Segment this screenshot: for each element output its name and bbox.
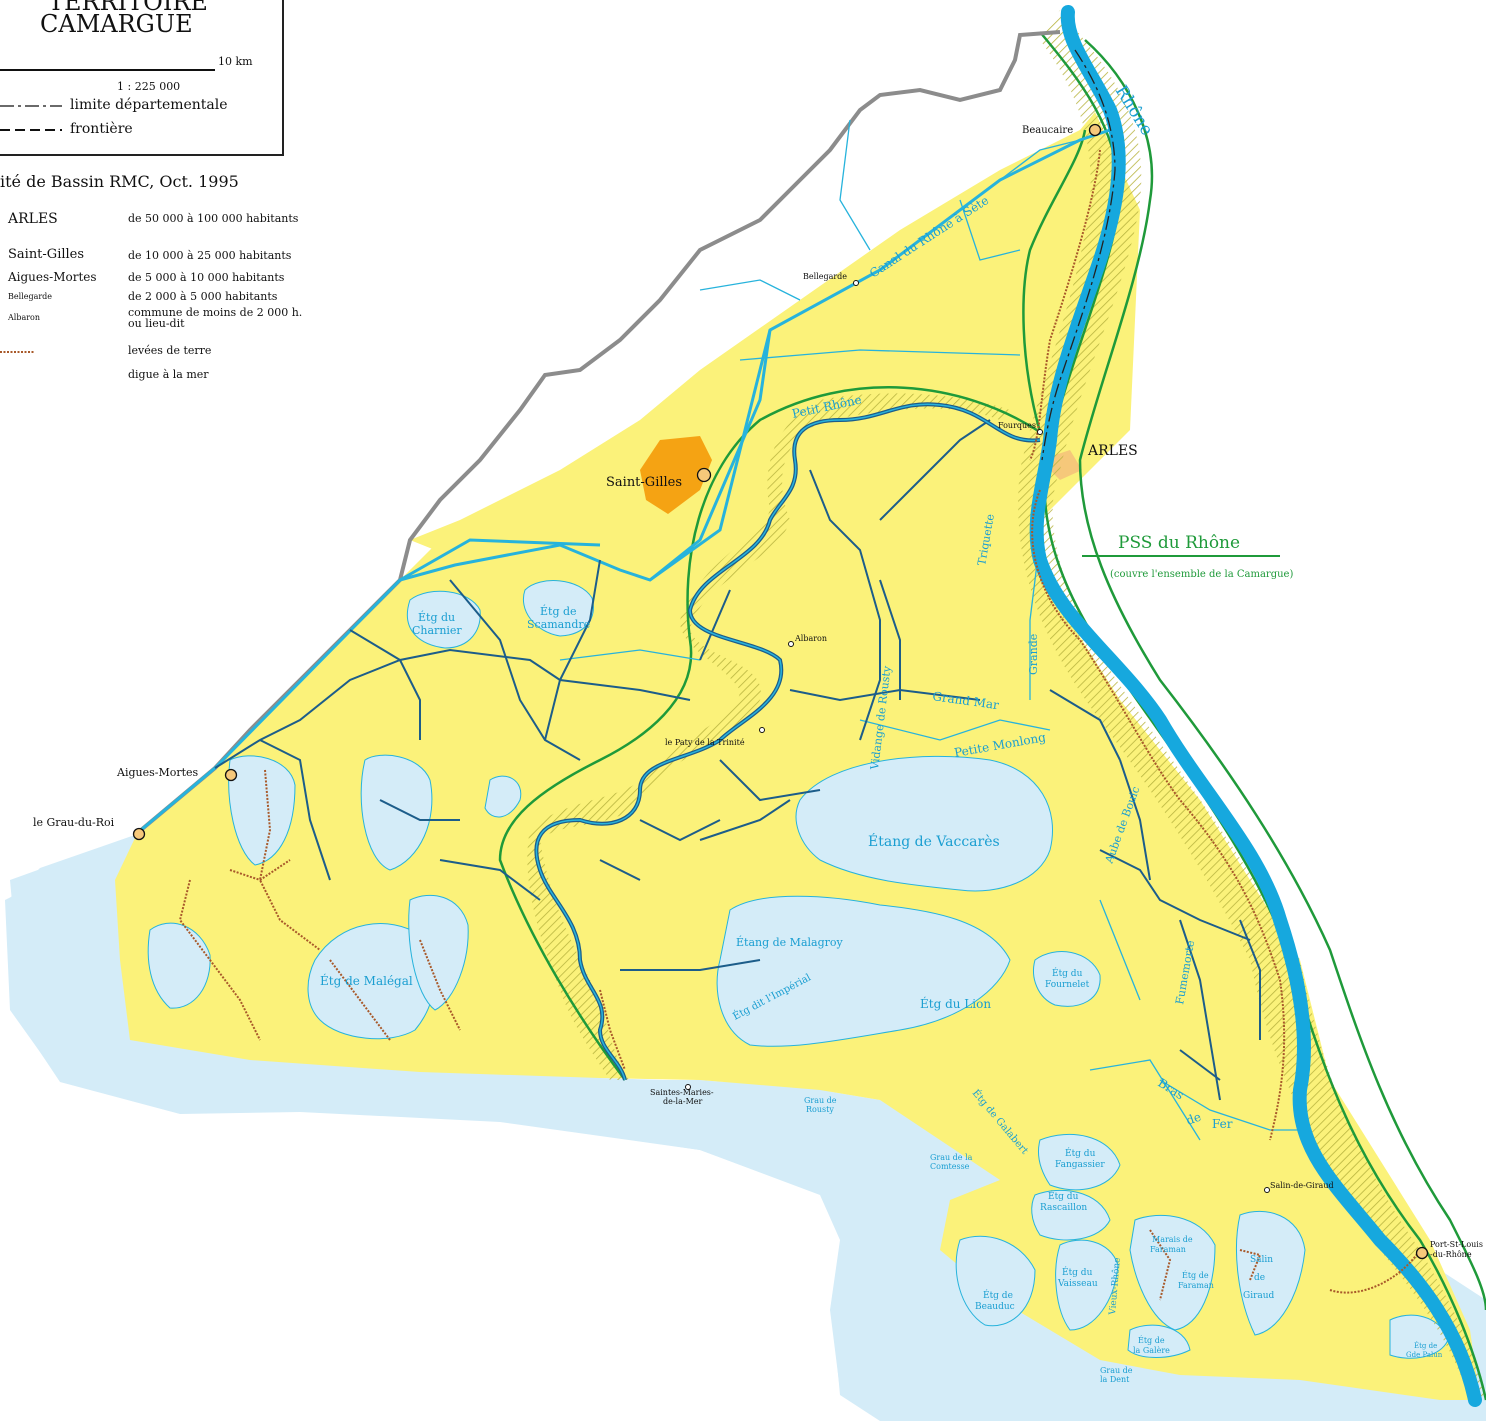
label-grande: Grande <box>1027 634 1040 675</box>
ponds <box>147 580 1449 1359</box>
label-salin-2: de <box>1254 1273 1265 1283</box>
legend-digue: digue à la mer <box>128 368 209 381</box>
town-albaron: Albaron <box>794 634 827 643</box>
pss-title: PSS du Rhône <box>1118 533 1240 553</box>
label-vaccares: Étang de Vaccarès <box>868 832 1000 850</box>
levee-legend-line <box>0 351 34 353</box>
costieres-land <box>410 130 1080 580</box>
label-grau-rousty-1: Grau de <box>804 1096 837 1105</box>
town-bellegarde: Bellegarde <box>803 272 847 281</box>
label-salin-3: Giraud <box>1243 1291 1275 1301</box>
rhone-river <box>1029 5 1482 1407</box>
saint-gilles-urban <box>640 436 712 514</box>
town-fourques: Fourques <box>998 421 1036 430</box>
legend-desc-bellegarde: de 2 000 à 5 000 habitants <box>128 290 278 303</box>
levees <box>178 149 1421 1301</box>
hamlet-symbols <box>685 280 1270 1193</box>
legend-desc-albaron-2: ou lieu-dit <box>128 317 185 330</box>
label-fournelet-2: Fournelet <box>1045 980 1090 990</box>
map-labels: ARLES Saint-Gilles Aigues-Mortes le Grau… <box>33 125 1483 1384</box>
label-rascaillon-2: Rascaillon <box>1040 1203 1087 1213</box>
label-galere-1: Étg de <box>1138 1336 1165 1345</box>
label-scamandre-1: Étg de <box>540 604 577 618</box>
label-rascaillon-1: Étg du <box>1048 1190 1079 1202</box>
legend-levees: levées de terre <box>128 344 212 357</box>
town-saintes-maries-1: Saintes-Maries- <box>650 1088 714 1097</box>
scale-km: 10 km <box>218 55 253 68</box>
sea-inner <box>8 835 1486 1421</box>
legend-frontiere: frontière <box>70 121 133 137</box>
label-charnier-2: Charnier <box>412 624 462 637</box>
scale-ratio: 1 : 225 000 <box>117 80 181 93</box>
label-grau-comtesse-1: Grau de la <box>930 1153 973 1162</box>
legend-sample-saint-gilles: Saint-Gilles <box>8 247 85 262</box>
label-vaisseau-1: Étg du <box>1062 1266 1093 1278</box>
label-vaisseau-2: Vaisseau <box>1057 1279 1098 1289</box>
label-grau-dent-1: Grau de <box>1100 1366 1133 1375</box>
label-faraman-2: Faraman <box>1178 1281 1214 1290</box>
legend-sample-bellegarde: Bellegarde <box>8 292 53 301</box>
label-grau-rousty-2: Rousty <box>806 1105 834 1114</box>
title-line2: CAMARGUE <box>40 10 193 38</box>
label-marais-2: Faraman <box>1150 1245 1186 1254</box>
label-lion: Étg du Lion <box>920 996 991 1011</box>
label-gde-palun-2: Gde Palun <box>1406 1351 1443 1359</box>
scale-bar <box>0 69 215 71</box>
legend-departemental: limite départementale <box>70 97 228 113</box>
town-salin-giraud: Salin-de-Giraud <box>1270 1181 1334 1190</box>
legend-sample-arles: ARLES <box>8 211 58 227</box>
rhone-centerline <box>1041 49 1116 461</box>
label-scamandre-2: Scamandre <box>527 618 590 631</box>
legend-desc-arles: de 50 000 à 100 000 habitants <box>128 212 299 225</box>
town-arles: ARLES <box>1087 443 1138 459</box>
label-grau-dent-2: la Dent <box>1100 1375 1130 1384</box>
drainage-canals <box>214 419 1261 1101</box>
town-saintes-maries-2: de-la-Mer <box>663 1097 703 1106</box>
town-aigues-mortes: Aigues-Mortes <box>116 766 199 779</box>
label-charnier-1: Étg du <box>418 610 455 624</box>
town-grau-du-roi: le Grau-du-Roi <box>33 816 115 829</box>
legend-desc-saint-gilles: de 10 000 à 25 000 habitants <box>128 249 292 262</box>
petit-rhone-inner <box>535 403 1041 1081</box>
town-saint-gilles: Saint-Gilles <box>606 475 682 490</box>
town-port-st-louis-2: -du-Rhône <box>1430 1250 1472 1259</box>
legend-sample-albaron: Albaron <box>8 313 41 322</box>
thin-canals <box>559 119 1300 1141</box>
pss-hatch-rhone <box>1018 10 1486 1400</box>
town-port-st-louis-1: Port-St-Louis <box>1430 1240 1483 1249</box>
legend-desc-albaron: commune de moins de 2 000 h. <box>128 306 303 319</box>
town-symbols <box>132 123 1429 1260</box>
label-malegal: Étg de Malégal <box>320 973 413 988</box>
legend-sample-aigues-mortes: Aigues-Mortes <box>8 270 97 284</box>
label-vieux-rhone: Vieux-Rhône <box>1107 1257 1123 1316</box>
label-malagroy: Étang de Malagroy <box>736 935 843 949</box>
label-fangassier-1: Étg du <box>1065 1147 1096 1159</box>
pss-subtitle: (couvre l'ensemble de la Camargue) <box>1110 569 1293 580</box>
label-marais-1: Marais de <box>1152 1235 1193 1244</box>
town-beaucaire: Beaucaire <box>1022 125 1073 136</box>
pss-hatch-petit-rhone <box>527 393 1010 1080</box>
legend-desc-aigues-mortes: de 5 000 à 10 000 habitants <box>128 271 285 284</box>
label-fournelet-1: Étg du <box>1052 967 1083 979</box>
label-galere-2: la Galère <box>1133 1346 1170 1355</box>
boundary-legend-lines <box>0 105 62 131</box>
camargue-land <box>115 112 1480 1400</box>
label-fer: Fer <box>1212 1117 1233 1131</box>
label-beauduc-1: Étg de <box>983 1289 1013 1301</box>
source-line: ité de Bassin RMC, Oct. 1995 <box>0 172 239 191</box>
town-paty: le Paty de la Trinité <box>665 738 745 747</box>
label-gde-palun-1: Étg de <box>1414 1341 1437 1350</box>
label-bras-de: de <box>1184 1110 1203 1128</box>
label-beauduc-2: Beauduc <box>975 1302 1015 1312</box>
label-fangassier-2: Fangassier <box>1055 1160 1105 1170</box>
label-grau-comtesse-2: Comtesse <box>930 1162 970 1171</box>
label-salin-1: Salin <box>1250 1255 1273 1265</box>
title-line1: TERRITOIRE <box>48 0 208 16</box>
label-faraman-1: Étg de <box>1182 1271 1209 1280</box>
